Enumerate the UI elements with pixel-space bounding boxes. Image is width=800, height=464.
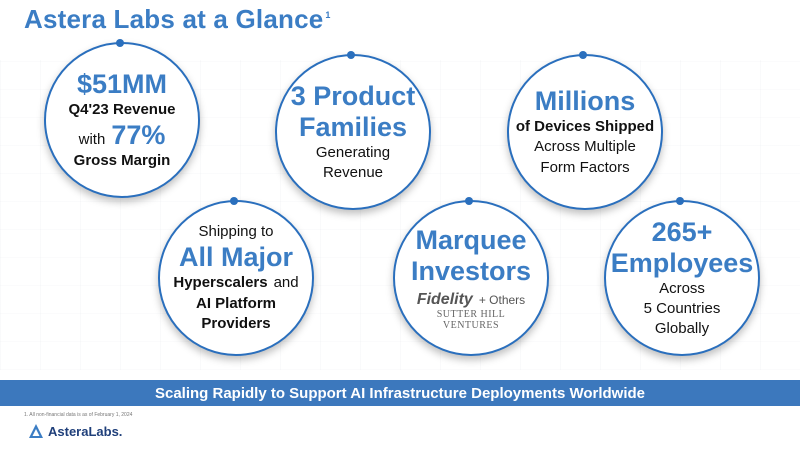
ring-dot [230, 197, 238, 205]
millions-label: Millions [534, 86, 636, 117]
countries-label: 5 Countries [643, 299, 721, 317]
ring-dot [579, 51, 587, 59]
stat-devices: Millions of Devices Shipped Across Multi… [507, 51, 663, 210]
revenue-word: Revenue [322, 164, 384, 182]
company-logo: AsteraLabs. [28, 423, 122, 439]
sutter-hill-logo: SUTTER HILL VENTURES [436, 309, 506, 332]
product-families-line2: Families [298, 111, 408, 142]
stat-product-families: 3 Product Families Generating Revenue [275, 51, 431, 210]
revenue-label: Q4'23 Revenue [68, 100, 176, 118]
devices-shipped-label: of Devices Shipped [515, 118, 655, 136]
shipping-to-label: Shipping to [198, 222, 274, 240]
across-label: Across [659, 279, 705, 297]
gross-margin-pct: 77% [111, 120, 166, 150]
globally-label: Globally [654, 320, 710, 338]
with-label: with [78, 131, 106, 148]
tagline-banner: Scaling Rapidly to Support AI Infrastruc… [0, 380, 800, 406]
gross-margin-label: Gross Margin [73, 152, 171, 170]
stat-investors: Marquee Investors Fidelity + Others SUTT… [393, 197, 549, 356]
all-major-label: All Major [178, 242, 293, 273]
fidelity-logo: Fidelity [416, 291, 473, 309]
investors-label: Investors [410, 256, 532, 286]
generating-label: Generating [315, 143, 391, 161]
product-families-line1: 3 Product [290, 80, 416, 111]
ring-dot [116, 39, 124, 47]
ring-dot [347, 51, 355, 59]
stat-hyperscalers: Shipping to All Major Hyperscalers and A… [158, 197, 314, 356]
employees-label: Employees [610, 247, 754, 278]
astera-logo-icon [29, 424, 43, 438]
and-label: and [273, 274, 299, 292]
marquee-label: Marquee [415, 224, 527, 255]
providers-label: Providers [201, 314, 271, 332]
across-multiple-label: Across Multiple [534, 138, 636, 156]
stat-revenue: $51MM Q4'23 Revenue with 77% Gross Margi… [44, 39, 200, 198]
employee-count: 265+ [651, 216, 713, 247]
ring-dot [465, 197, 473, 205]
form-factors-label: Form Factors [540, 158, 630, 176]
stat-employees: 265+ Employees Across 5 Countries Global… [604, 197, 760, 356]
ring-dot [676, 197, 684, 205]
footnote: 1. All non-financial data is as of Febru… [24, 412, 133, 418]
revenue-amount: $51MM [76, 68, 168, 99]
logo-text: AsteraLabs. [48, 423, 123, 439]
hyperscalers-label: Hyperscalers [173, 274, 268, 292]
ai-platform-label: AI Platform [195, 294, 276, 312]
others-label: + Others [478, 293, 526, 308]
